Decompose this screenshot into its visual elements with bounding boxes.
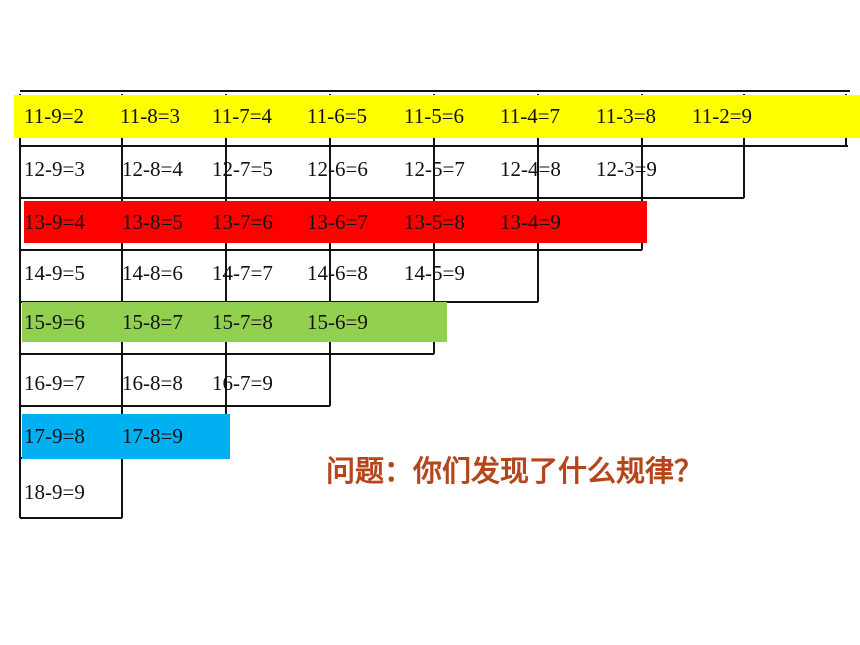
column-divider <box>121 250 123 302</box>
equation-cell: 11-9=2 <box>24 104 85 128</box>
equation-cell: 13-4=9 <box>500 210 561 234</box>
equation-cell: 11-3=8 <box>596 104 657 128</box>
equation-cell: 12-3=9 <box>596 157 657 181</box>
column-divider <box>329 354 331 406</box>
equation-cell: 14-6=8 <box>307 261 368 285</box>
row-divider <box>20 405 330 407</box>
equation-cell: 15-7=8 <box>212 310 273 334</box>
equation-cell: 13-8=5 <box>122 210 183 234</box>
equation-cell: 12-7=5 <box>212 157 273 181</box>
equation-cell: 13-9=4 <box>24 210 85 234</box>
equation-cell: 15-6=9 <box>307 310 368 334</box>
row-highlight <box>14 95 860 138</box>
column-divider <box>433 250 435 302</box>
row-divider <box>20 197 744 199</box>
equation-cell: 15-8=7 <box>122 310 183 334</box>
column-divider <box>121 354 123 406</box>
column-divider <box>19 458 21 518</box>
equation-cell: 12-4=8 <box>500 157 561 181</box>
equation-cell: 14-9=5 <box>24 261 85 285</box>
row-highlight <box>24 201 647 243</box>
column-divider <box>329 146 331 198</box>
equation-cell: 11-7=4 <box>212 104 273 128</box>
column-divider <box>19 198 21 250</box>
column-divider <box>743 146 745 198</box>
column-divider <box>19 250 21 302</box>
equation-cell: 13-5=8 <box>404 210 465 234</box>
column-divider <box>433 146 435 198</box>
column-divider <box>225 250 227 302</box>
column-divider <box>121 458 123 518</box>
row-highlight <box>22 302 447 342</box>
equation-cell: 17-8=9 <box>122 424 183 448</box>
equation-cell: 14-5=9 <box>404 261 465 285</box>
row-divider <box>20 249 642 251</box>
row-divider <box>20 517 122 519</box>
question-text: 问题：你们发现了什么规律？ <box>326 454 704 488</box>
equation-cell: 14-7=7 <box>212 261 273 285</box>
equation-cell: 12-5=7 <box>404 157 465 181</box>
column-divider <box>537 146 539 198</box>
equation-cell: 12-9=3 <box>24 157 85 181</box>
equation-cell: 16-8=8 <box>122 371 183 395</box>
column-divider <box>537 250 539 302</box>
column-divider <box>225 146 227 198</box>
equation-cell: 11-8=3 <box>120 104 181 128</box>
column-divider <box>19 146 21 198</box>
row-divider <box>20 353 434 355</box>
equation-cell: 16-7=9 <box>212 371 273 395</box>
equation-cell: 14-8=6 <box>122 261 183 285</box>
column-divider <box>121 146 123 198</box>
equation-cell: 11-2=9 <box>692 104 753 128</box>
equation-cell: 13-7=6 <box>212 210 273 234</box>
column-divider <box>19 406 21 458</box>
equation-cell: 13-6=7 <box>307 210 368 234</box>
row-highlight <box>22 414 230 459</box>
column-divider <box>641 146 643 198</box>
equation-cell: 15-9=6 <box>24 310 85 334</box>
equation-cell: 16-9=7 <box>24 371 85 395</box>
equation-cell: 11-4=7 <box>500 104 561 128</box>
equation-cell: 11-6=5 <box>307 104 368 128</box>
equation-cell: 12-8=4 <box>122 157 183 181</box>
column-divider <box>225 354 227 406</box>
column-divider <box>19 302 21 354</box>
equation-cell: 12-6=6 <box>307 157 368 181</box>
column-divider <box>19 354 21 406</box>
equation-cell: 11-5=6 <box>404 104 465 128</box>
equation-cell: 17-9=8 <box>24 424 85 448</box>
equation-cell: 18-9=9 <box>24 480 85 504</box>
table-top-border <box>20 90 850 92</box>
column-divider <box>329 250 331 302</box>
